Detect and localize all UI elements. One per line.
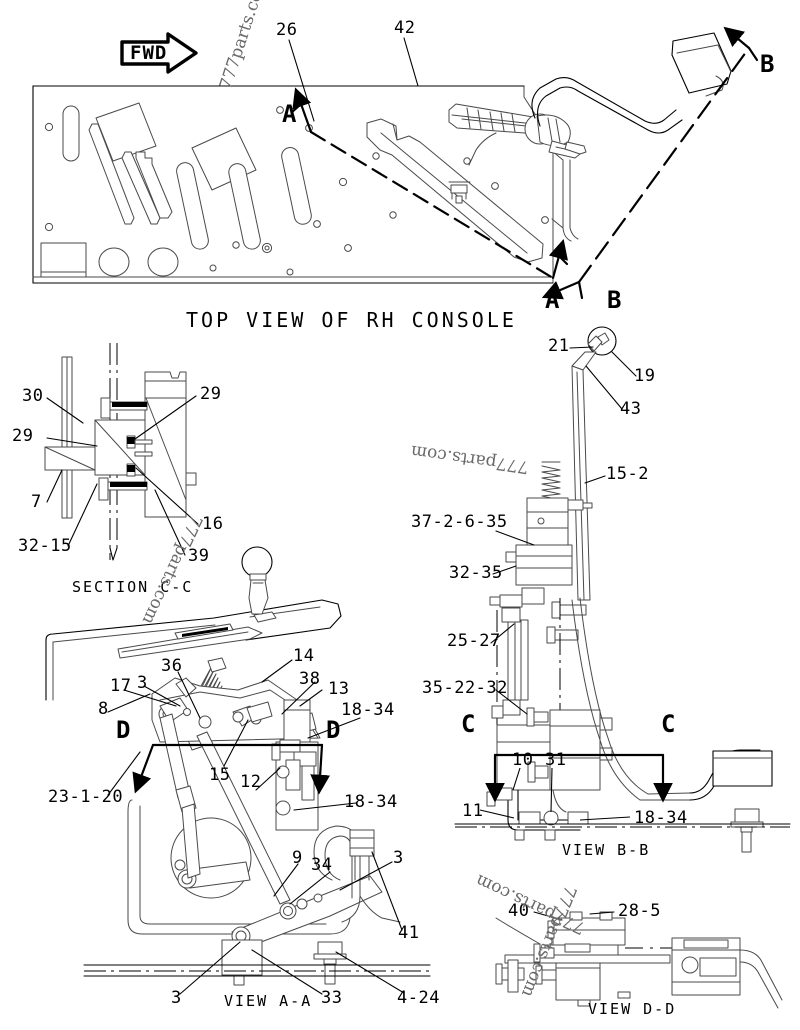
- caption-top-view: TOP VIEW OF RH CONSOLE: [186, 308, 517, 332]
- callout-8: 8: [98, 699, 109, 719]
- callout-29-right: 29: [200, 384, 222, 404]
- callout-4-24: 4-24: [397, 988, 440, 1008]
- callout-15: 15: [209, 765, 231, 785]
- callout-18-34-bottom: 18-34: [344, 792, 398, 812]
- callout-38: 38: [299, 669, 321, 689]
- callout-21: 21: [548, 336, 570, 356]
- section-marker-c-right: C: [661, 710, 676, 738]
- callout-10: 10: [512, 750, 534, 770]
- section-line-cc-marks: [485, 753, 673, 803]
- section-marker-c-left: C: [461, 710, 476, 738]
- callout-23-1-20: 23-1-20: [48, 787, 124, 807]
- section-line-dd-marks: [132, 743, 331, 795]
- callout-25-27: 25-27: [447, 631, 501, 651]
- callout-leaders-right: [490, 346, 637, 715]
- callout-33: 33: [321, 988, 343, 1008]
- callout-36: 36: [161, 656, 183, 676]
- view-aa-drawing: [45, 546, 431, 986]
- callout-28-5: 28-5: [618, 901, 661, 921]
- callout-7: 7: [31, 492, 42, 512]
- callout-18-34-top: 18-34: [341, 700, 395, 720]
- caption-section-cc: SECTION C-C: [72, 578, 194, 596]
- section-cc-drawing: [44, 343, 197, 561]
- callout-leaders-aa: [107, 659, 405, 995]
- console-cutouts: [40, 102, 549, 278]
- callout-16: 16: [202, 514, 224, 534]
- section-marker-d-right: D: [326, 716, 341, 744]
- callout-3-top: 3: [137, 673, 148, 693]
- callout-13: 13: [328, 679, 350, 699]
- fwd-label: FWD: [130, 42, 168, 64]
- callout-15-2: 15-2: [606, 464, 649, 484]
- callout-32-35: 32-35: [449, 563, 503, 583]
- console-control-lever: [448, 32, 732, 166]
- callout-26: 26: [276, 20, 298, 40]
- callout-18-34-bb: 18-34: [634, 808, 688, 828]
- callout-34: 34: [311, 855, 333, 875]
- caption-view-dd: VIEW D-D: [588, 1000, 677, 1018]
- caption-view-aa: VIEW A-A: [224, 992, 313, 1010]
- section-marker-b-top: B: [760, 50, 775, 78]
- callout-14: 14: [293, 646, 315, 666]
- callout-35-22-32: 35-22-32: [422, 678, 508, 698]
- right-column-assembly: [454, 326, 791, 853]
- callout-30: 30: [22, 386, 44, 406]
- callout-40: 40: [508, 901, 530, 921]
- callout-37-2-6-35: 37-2-6-35: [411, 512, 508, 532]
- callout-12: 12: [240, 772, 262, 792]
- fwd-direction-arrow: [120, 32, 198, 74]
- callout-32-15: 32-15: [18, 536, 72, 556]
- callout-31: 31: [545, 750, 567, 770]
- section-line-bb: [541, 26, 759, 300]
- callout-17: 17: [110, 676, 132, 696]
- callout-leaders-dd: [533, 911, 615, 921]
- callout-3-bottom: 3: [171, 988, 182, 1008]
- view-dd-drawing: [495, 911, 783, 1009]
- callout-19: 19: [634, 366, 656, 386]
- lever-guide-plate: [366, 118, 544, 263]
- callout-leaders-cc: [46, 395, 199, 556]
- callout-29-left: 29: [12, 426, 34, 446]
- callout-3-right: 3: [393, 848, 404, 868]
- callout-41: 41: [398, 923, 420, 943]
- callout-39: 39: [188, 546, 210, 566]
- callout-11: 11: [462, 801, 484, 821]
- caption-view-bb: VIEW B-B: [562, 841, 651, 859]
- section-marker-d-left: D: [116, 716, 131, 744]
- section-marker-a-bottom: A: [545, 286, 560, 314]
- callout-42: 42: [394, 18, 416, 38]
- callout-9: 9: [292, 848, 303, 868]
- section-marker-a-top: A: [282, 100, 297, 128]
- section-marker-b-bottom: B: [607, 286, 622, 314]
- section-line-aa: [290, 87, 569, 280]
- callout-43: 43: [620, 399, 642, 419]
- callout-leaders-topview: [288, 37, 419, 122]
